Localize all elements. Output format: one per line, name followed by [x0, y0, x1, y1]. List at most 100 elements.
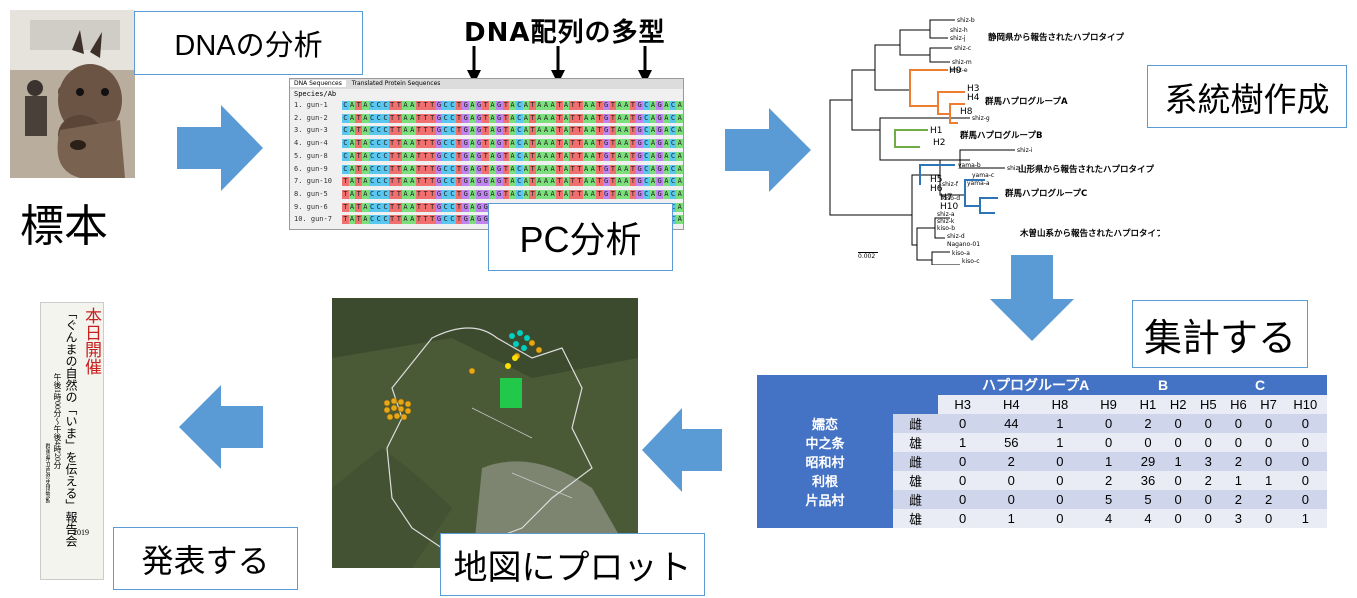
tab-dna-sequences[interactable]: DNA Sequences — [290, 80, 346, 87]
arrow-left-icon — [179, 385, 263, 469]
banner-org: 群馬県立自然史博物館 — [44, 443, 50, 503]
banner-year: 2019 — [73, 528, 89, 537]
count-cell: 1 — [1163, 452, 1194, 471]
count-cell: 29 — [1132, 452, 1164, 471]
hap-label: H5 — [930, 175, 943, 185]
group-a-header: ハプログループA — [938, 375, 1133, 395]
sex-cell: 雄 — [893, 433, 939, 452]
column-header: H9 — [1084, 395, 1133, 414]
tree-leaf: shiz-i — [1017, 147, 1033, 154]
count-cell: 0 — [1193, 509, 1224, 528]
column-header: H10 — [1283, 395, 1327, 414]
hap-label: H7 — [940, 193, 953, 203]
down-arrow-icon — [638, 46, 652, 84]
group-c-label: 群馬ハプログループC — [1004, 188, 1087, 199]
count-cell: 56 — [986, 433, 1036, 452]
count-cell: 1 — [1035, 433, 1085, 452]
count-cell: 0 — [1035, 490, 1085, 509]
phylogenetic-tree: shiz-b shiz-h shiz-j shiz-c shiz-m shiz-… — [829, 17, 1160, 265]
count-cell: 5 — [1132, 490, 1164, 509]
count-cell: 3 — [1193, 452, 1224, 471]
sequence-name: 7. gun-10 — [294, 177, 332, 186]
tree-leaf: shiz-h — [950, 27, 968, 34]
tree-leaf: shiz-d — [947, 233, 965, 240]
sequence-name: 5. gun-8 — [294, 151, 328, 160]
banner-time: 午後1時00分〜午後4時20分 — [53, 373, 61, 469]
count-cell: 0 — [1283, 471, 1327, 490]
tab-translated-protein[interactable]: Translated Protein Sequences — [351, 80, 441, 87]
sequence-name: 6. gun-9 — [294, 164, 328, 173]
sex-cell: 雌 — [893, 414, 939, 433]
count-cell: 2 — [1253, 490, 1284, 509]
banner-title: 本日開催 — [82, 307, 101, 375]
tree-leaf: shiz-m — [952, 59, 972, 66]
column-header: H5 — [1193, 395, 1224, 414]
group-b-label: 群馬ハプログループB — [959, 130, 1042, 141]
tree-leaf: kiso-d — [942, 195, 960, 202]
sequence-name: 3. gun-3 — [294, 126, 328, 135]
sequence-name: 1. gun-1 — [294, 101, 328, 109]
count-cell: 2 — [1084, 471, 1133, 490]
dna-analysis-label-box: DNAの分析 — [134, 11, 363, 75]
count-cell: 0 — [1193, 490, 1224, 509]
tree-leaf: kiso-a — [952, 250, 970, 257]
count-cell: 0 — [1253, 509, 1284, 528]
column-header: H2 — [1163, 395, 1194, 414]
count-cell: 1 — [1223, 471, 1254, 490]
count-cell: 0 — [1084, 414, 1133, 433]
tree-scale-label: 0.002 — [858, 253, 876, 260]
tree-leaf: shiz-c — [954, 45, 971, 52]
count-cell: 0 — [1035, 471, 1085, 490]
group-c-header: C — [1193, 375, 1327, 395]
present-label-box: 発表する — [113, 527, 298, 590]
count-cell: 0 — [1035, 509, 1085, 528]
arrow-down-icon — [990, 255, 1074, 341]
hap-label: H10 — [940, 202, 959, 212]
sequence-name: 2. gun-2 — [294, 113, 328, 122]
place-cell: 昭和村 — [757, 452, 893, 471]
count-cell: 0 — [986, 471, 1036, 490]
place-cell: 利根 — [757, 471, 893, 490]
tree-leaf: kiso-c — [962, 258, 980, 265]
count-cell: 2 — [1223, 490, 1254, 509]
tree-creation-label-box: 系統樹作成 — [1147, 65, 1347, 128]
count-cell: 0 — [938, 452, 987, 471]
column-header: H3 — [938, 395, 987, 414]
sequence-name: 4. gun-4 — [294, 139, 328, 148]
present-label: 発表する — [141, 542, 270, 579]
column-header: H4 — [986, 395, 1036, 414]
sex-cell: 雌 — [893, 490, 939, 509]
tree-leaf: shiz-l — [1007, 165, 1023, 172]
count-cell: 2 — [986, 452, 1036, 471]
count-cell: 1 — [1084, 452, 1133, 471]
count-cell: 0 — [1163, 490, 1194, 509]
sequence-name: 9. gun-6 — [294, 202, 328, 211]
count-cell: 0 — [1223, 414, 1254, 433]
count-cell: 0 — [938, 471, 987, 490]
count-cell: 1 — [1283, 509, 1327, 528]
polymorphism-title: DNA配列の多型 — [464, 18, 666, 48]
hap-label: H4 — [967, 93, 980, 103]
tree-leaf: shiz-e — [950, 67, 968, 74]
count-cell: 0 — [938, 490, 987, 509]
tree-leaf: shiz-f — [942, 181, 959, 188]
count-cell: 3 — [1223, 509, 1254, 528]
sex-cell: 雄 — [893, 471, 939, 490]
sex-cell: 雄 — [893, 509, 939, 528]
count-cell: 4 — [1084, 509, 1133, 528]
place-cell — [757, 509, 893, 528]
column-header: H8 — [1035, 395, 1085, 414]
column-header: H1 — [1132, 395, 1164, 414]
count-cell: 0 — [1132, 433, 1164, 452]
hap-label: H2 — [933, 138, 946, 148]
count-cell: 0 — [1223, 433, 1254, 452]
species-header: Species/Ab — [294, 90, 337, 98]
sequence-name: 8. gun-5 — [294, 189, 328, 198]
tree-hap-c-labels: H5 H6 H7 H10 — [930, 176, 958, 212]
hap-label: H9 — [949, 66, 962, 76]
